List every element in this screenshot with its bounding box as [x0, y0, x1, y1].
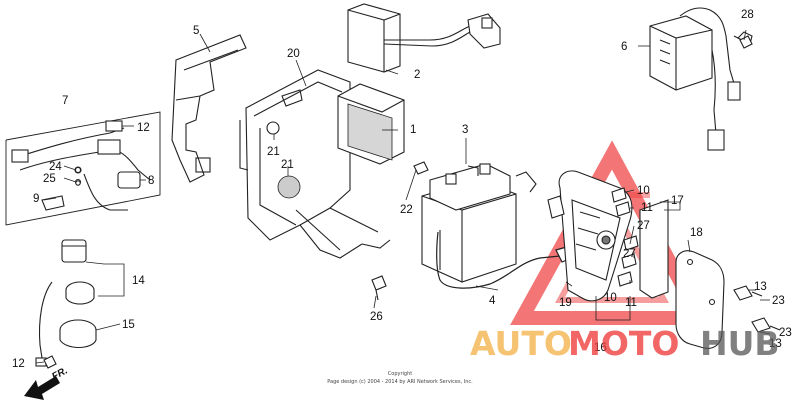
battery-3: [421, 163, 537, 283]
callout-9: 9: [33, 193, 39, 205]
watermark-part-3: HUB: [700, 324, 780, 363]
callout-10-upper: 10: [637, 185, 650, 197]
callout-6: 6: [621, 41, 627, 53]
callout-14: 14: [132, 275, 145, 287]
callout-12-upper: 12: [137, 122, 150, 134]
callout-labels: 5 20 2 1 3 4 6 28 7 12 24 25 8 9 14 15 1…: [12, 9, 792, 370]
callout-21-upper: 21: [267, 146, 280, 158]
callout-13-lower: 13: [769, 338, 782, 350]
bracket-5: [171, 34, 247, 183]
front-direction-arrow: FR.: [24, 365, 70, 400]
callout-27-lower: 27: [623, 248, 636, 260]
callout-12-lower: 12: [12, 358, 25, 370]
callout-25: 25: [43, 173, 56, 185]
watermark-part-1: AUTO: [470, 324, 572, 363]
callout-1: 1: [410, 124, 416, 136]
callout-7: 7: [62, 95, 68, 107]
callout-4: 4: [489, 295, 496, 307]
leader-lines: [35, 29, 771, 364]
callout-21-lower: 21: [281, 159, 294, 171]
box-1: [337, 83, 405, 165]
copyright-line-1: Copyright: [388, 371, 412, 377]
callout-28: 28: [741, 9, 754, 21]
callout-18: 18: [690, 227, 703, 239]
callout-19: 19: [559, 297, 572, 309]
watermark-part-2: MOTO: [568, 324, 679, 363]
callout-13-upper: 13: [754, 281, 767, 293]
callout-2: 2: [414, 69, 420, 81]
screws: [43, 35, 753, 369]
callout-15: 15: [122, 319, 135, 331]
battery-tray-20: [239, 69, 391, 259]
watermark-text: AUTO MOTO HUB: [470, 324, 780, 363]
front-direction-label: FR.: [50, 365, 69, 382]
callout-11-lower: 11: [625, 297, 637, 309]
callout-16: 16: [594, 342, 607, 354]
callout-10-lower: 10: [604, 292, 617, 304]
lid-18: [675, 250, 725, 349]
control-unit-2: [347, 3, 501, 73]
callout-3: 3: [462, 124, 468, 136]
callout-8: 8: [148, 175, 154, 187]
copyright-line-2: Page design (c) 2004 - 2014 by ARI Netwo…: [327, 379, 473, 385]
fuse-box-19: [547, 170, 639, 302]
callout-5: 5: [193, 25, 199, 37]
callout-17: 17: [671, 195, 684, 207]
regulator-6: [649, 7, 753, 151]
callout-23-lower: 23: [779, 327, 792, 339]
cover-17: [639, 199, 669, 299]
callout-26: 26: [370, 311, 383, 323]
callout-27-upper: 27: [637, 220, 650, 232]
callout-23-upper: 23: [772, 295, 785, 307]
callout-11-upper: 11: [641, 202, 653, 214]
bolts-13: [733, 285, 781, 333]
relay-parts: [35, 239, 97, 367]
callout-20: 20: [287, 48, 300, 60]
callout-24: 24: [49, 161, 62, 173]
callout-22: 22: [400, 204, 413, 216]
